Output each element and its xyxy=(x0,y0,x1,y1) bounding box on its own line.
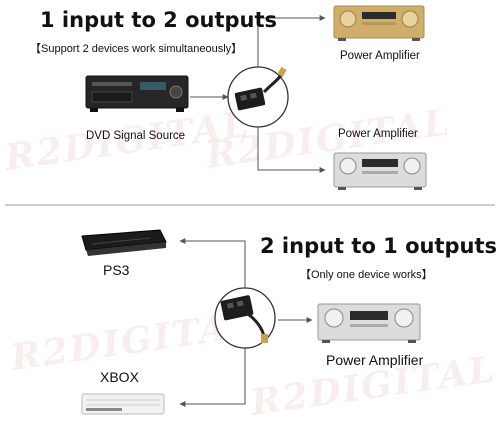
bottom-input1-label: PS3 xyxy=(103,262,130,278)
bottom-heading: 2 input to 1 outputs xyxy=(260,234,498,258)
top-output2-label: Power Amplifier xyxy=(338,128,418,140)
top-connectors xyxy=(190,15,326,173)
ps3-console-icon xyxy=(81,229,167,256)
optical-splitter-icon xyxy=(227,66,289,128)
xbox-console-icon xyxy=(81,393,165,415)
bottom-note: 【Only one device works】 xyxy=(300,269,433,281)
top-heading: 1 input to 2 outputs xyxy=(40,8,278,32)
bottom-connectors xyxy=(179,238,313,407)
top-note: 【Support 2 devices work simultaneously】 xyxy=(30,43,243,55)
bottom-input2-label: XBOX xyxy=(100,369,139,385)
power-amplifier-silver-icon xyxy=(333,152,427,190)
power-amplifier-gold-icon xyxy=(333,5,425,41)
optical-switch-icon xyxy=(214,287,276,349)
dvd-player-icon xyxy=(85,75,189,112)
top-source-label: DVD Signal Source xyxy=(86,130,186,142)
bottom-output-label: Power Amplifier xyxy=(326,352,424,368)
top-output1-label: Power Amplifier xyxy=(340,50,420,62)
power-amplifier-silver-icon xyxy=(317,303,421,343)
